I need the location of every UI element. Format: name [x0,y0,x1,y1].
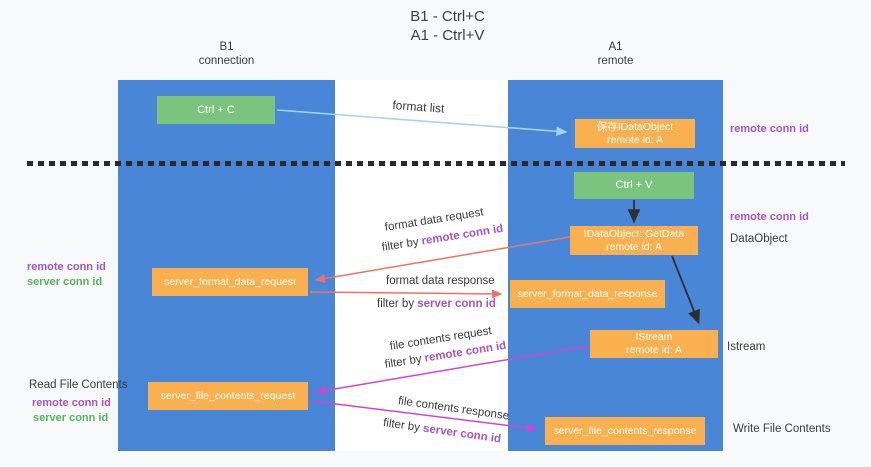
save-idataobject-line2: remote id: A [606,133,664,146]
ctrl-v-box: Ctrl + V [574,172,694,199]
server-format-data-request-label: server_format_data_request [164,275,296,288]
lane-a1-name: A1 [608,41,623,53]
format-data-response-label: format data response [386,275,495,287]
getdata-line2: remote id: A [605,240,663,253]
save-idataobject-box: 保存IDataObject remote id: A [575,119,695,148]
server-file-contents-response-label: server_file_contents_response [553,424,697,437]
lane-header-a1: A1 remote [508,40,723,68]
istream-side-label: Istream [727,341,766,353]
server-file-contents-request-box: server_file_contents_request [148,382,308,410]
title-line-2: A1 - Ctrl+V [410,27,485,44]
server-conn-id-label-left-1: server conn id [27,276,103,288]
ctrl-c-label: Ctrl + C [197,103,235,116]
server-conn-id-label-left-2: server conn id [33,412,109,424]
dataobject-label: DataObject [730,233,788,245]
remote-conn-id-label-right-1: remote conn id [730,123,809,135]
istream-line1: IStream [635,331,673,343]
write-file-contents-label: Write File Contents [733,423,831,435]
server-format-data-response-label: server_format_data_response [517,287,658,300]
istream-line2: remote id: A [625,344,683,356]
lane-a1-subtitle: remote [597,55,634,67]
server-format-data-response-box: server_format_data_response [510,280,665,308]
lane-b1-name: B1 [219,41,234,53]
filter-by-text: filter by [377,298,418,310]
read-file-contents-label: Read File Contents [29,379,128,391]
remote-conn-id-label-left-2: remote conn id [32,397,111,409]
remote-conn-id-label-left-1: remote conn id [27,261,106,273]
istream-box: IStream remote id: A [590,330,718,358]
clipboard-boundary-dashed-line [27,161,845,166]
title-line-1: B1 - Ctrl+C [410,8,485,25]
server-file-contents-request-label: server_file_contents_request [160,389,296,402]
lane-header-b1: B1 connection [118,40,335,68]
lane-b1-subtitle: connection [198,55,255,67]
ctrl-c-box: Ctrl + C [157,96,275,124]
idataobject-getdata-box: IDataObject::GetData remote id: A [570,226,698,255]
server-file-contents-response-box: server_file_contents_response [545,417,705,445]
center-gap [335,80,508,451]
server-conn-id-text: server conn id [417,298,496,310]
filter-by-server-conn-id-label-1: filter by server conn id [377,298,496,310]
save-idataobject-line1: 保存IDataObject [596,120,674,133]
remote-conn-id-label-right-2: remote conn id [730,211,809,223]
ctrl-v-label: Ctrl + V [615,179,653,191]
getdata-line1: IDataObject::GetData [583,227,685,240]
diagram-title: B1 - Ctrl+C A1 - Ctrl+V [12,7,871,45]
server-format-data-request-box: server_format_data_request [152,268,308,296]
